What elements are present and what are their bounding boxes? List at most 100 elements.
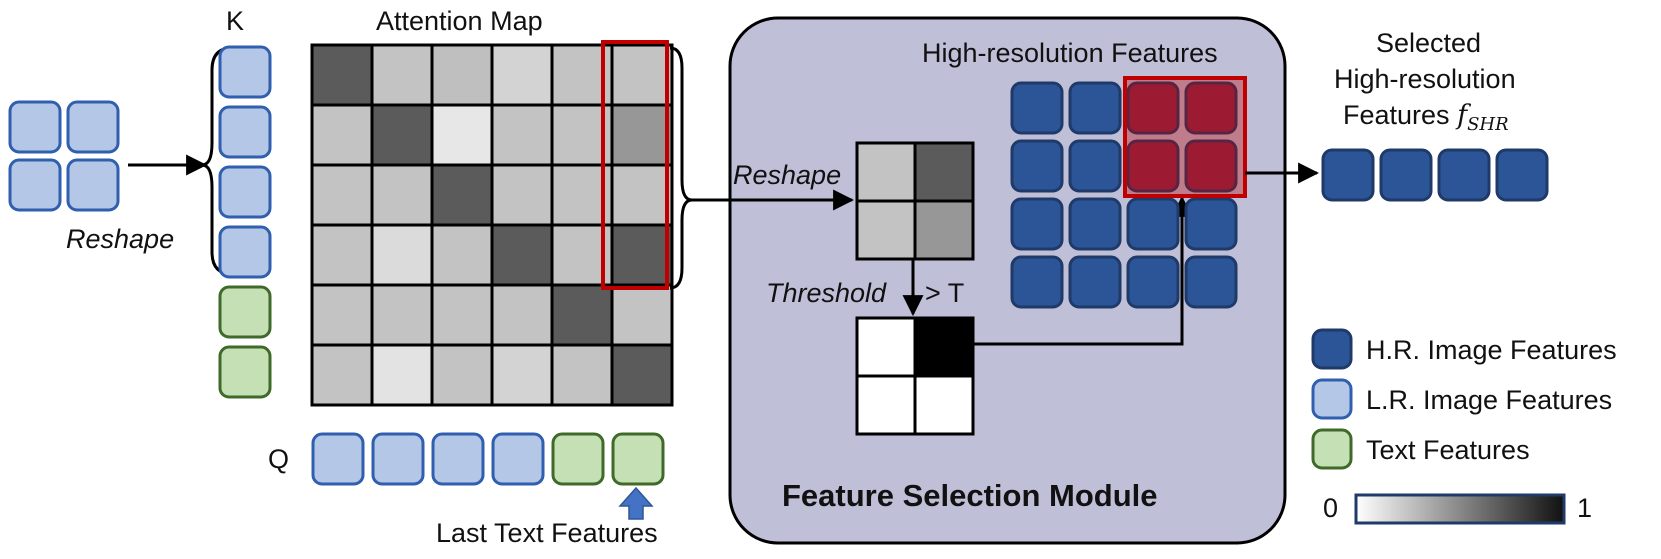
threshold-cell — [913, 316, 975, 378]
lr-token — [218, 225, 272, 279]
attention-cell — [430, 103, 494, 167]
attention-cell — [610, 163, 674, 227]
attention-cell — [310, 223, 374, 287]
hr-token — [1321, 148, 1375, 202]
threshold-cell — [913, 374, 975, 436]
hr-token — [1126, 255, 1180, 309]
hr-token — [1010, 255, 1064, 309]
attention-cell — [490, 283, 554, 347]
attention-map — [310, 43, 674, 407]
hr-token — [1126, 197, 1180, 251]
attention-cell — [310, 163, 374, 227]
last-text-features-label: Last Text Features — [436, 518, 658, 548]
text-token — [1311, 428, 1353, 470]
hr-token — [1437, 148, 1491, 202]
attention-cell — [370, 163, 434, 227]
hr-token-selected — [1126, 81, 1180, 135]
attention-cell — [430, 343, 494, 407]
hr-selection-tint — [1125, 78, 1245, 196]
selected-title-line2: High-resolution — [1334, 64, 1516, 94]
legend-label: Text Features — [1366, 435, 1530, 465]
attention-cell — [370, 103, 434, 167]
lr-token — [491, 432, 545, 486]
hr-features-grid — [1010, 78, 1245, 309]
attention-cell — [610, 283, 674, 347]
hr-token-selected — [1126, 139, 1180, 193]
hr-token — [1068, 139, 1122, 193]
module-title: Feature Selection Module — [782, 478, 1158, 513]
attention-cell — [490, 43, 554, 107]
attention-column-highlight — [601, 40, 669, 290]
lr-token — [8, 100, 62, 154]
hr-token — [1184, 197, 1238, 251]
mask-to-hr-connector — [974, 195, 1193, 346]
attention-cell — [310, 343, 374, 407]
threshold-label: Threshold — [766, 278, 887, 308]
legend-label: H.R. Image Features — [1366, 335, 1617, 365]
lr-token — [311, 432, 365, 486]
last-text-arrow — [618, 486, 654, 520]
legend-label: L.R. Image Features — [1366, 385, 1612, 415]
hr-token — [1068, 81, 1122, 135]
q-token-row — [311, 432, 665, 486]
reshape-label-mid: Reshape — [733, 160, 841, 190]
selected-hr-features — [1321, 148, 1549, 202]
attention-cell — [370, 283, 434, 347]
text-token — [551, 432, 605, 486]
attention-map-title: Attention Map — [376, 6, 543, 36]
attention-cell — [430, 223, 494, 287]
hr-token — [1495, 148, 1549, 202]
reshape-label-left: Reshape — [66, 224, 174, 254]
attention-cell — [550, 343, 614, 407]
attention-cell — [370, 43, 434, 107]
k-brace — [201, 46, 233, 276]
attention-cell — [310, 103, 374, 167]
lr-token — [218, 165, 272, 219]
hr-token — [1068, 197, 1122, 251]
reshaped-cell — [855, 141, 917, 203]
attention-cell — [490, 163, 554, 227]
attention-cell — [490, 103, 554, 167]
reshaped-cell — [913, 199, 975, 261]
threshold-cell — [855, 316, 917, 378]
text-token — [218, 345, 272, 399]
reshaped-cell — [913, 141, 975, 203]
scale-min-label: 0 — [1323, 493, 1338, 523]
attention-cell — [430, 283, 494, 347]
lr-token — [8, 158, 62, 212]
hr-token — [1311, 328, 1353, 370]
attention-cell — [310, 43, 374, 107]
hr-features-title: High-resolution Features — [922, 38, 1218, 68]
lr-token — [218, 45, 272, 99]
attention-cell — [310, 283, 374, 347]
threshold-op: > T — [925, 278, 964, 308]
attention-cell — [370, 223, 434, 287]
hr-selection-highlight — [1123, 76, 1247, 198]
text-token — [218, 285, 272, 339]
attention-cell — [430, 43, 494, 107]
k-label: K — [226, 6, 244, 36]
k-token-column — [218, 45, 272, 399]
selected-title-line1: Selected — [1376, 28, 1481, 58]
threshold-mask — [855, 316, 975, 436]
hr-token — [1068, 255, 1122, 309]
attention-cell — [550, 283, 614, 347]
attention-cell — [610, 223, 674, 287]
hr-token — [1010, 197, 1064, 251]
hr-token — [1379, 148, 1433, 202]
hr-token-selected — [1184, 81, 1238, 135]
hr-token — [1184, 255, 1238, 309]
lr-image-features-2x2 — [8, 100, 120, 212]
selected-title-line3: Features fSHR — [1343, 100, 1509, 135]
scale-bar — [1354, 493, 1566, 525]
hr-token — [1010, 81, 1064, 135]
threshold-cell — [855, 374, 917, 436]
hr-token-selected — [1184, 139, 1238, 193]
attention-cell — [430, 163, 494, 227]
lr-token — [1311, 378, 1353, 420]
lr-token — [66, 158, 120, 212]
attention-cell — [490, 223, 554, 287]
reshaped-attention-map — [855, 141, 975, 261]
